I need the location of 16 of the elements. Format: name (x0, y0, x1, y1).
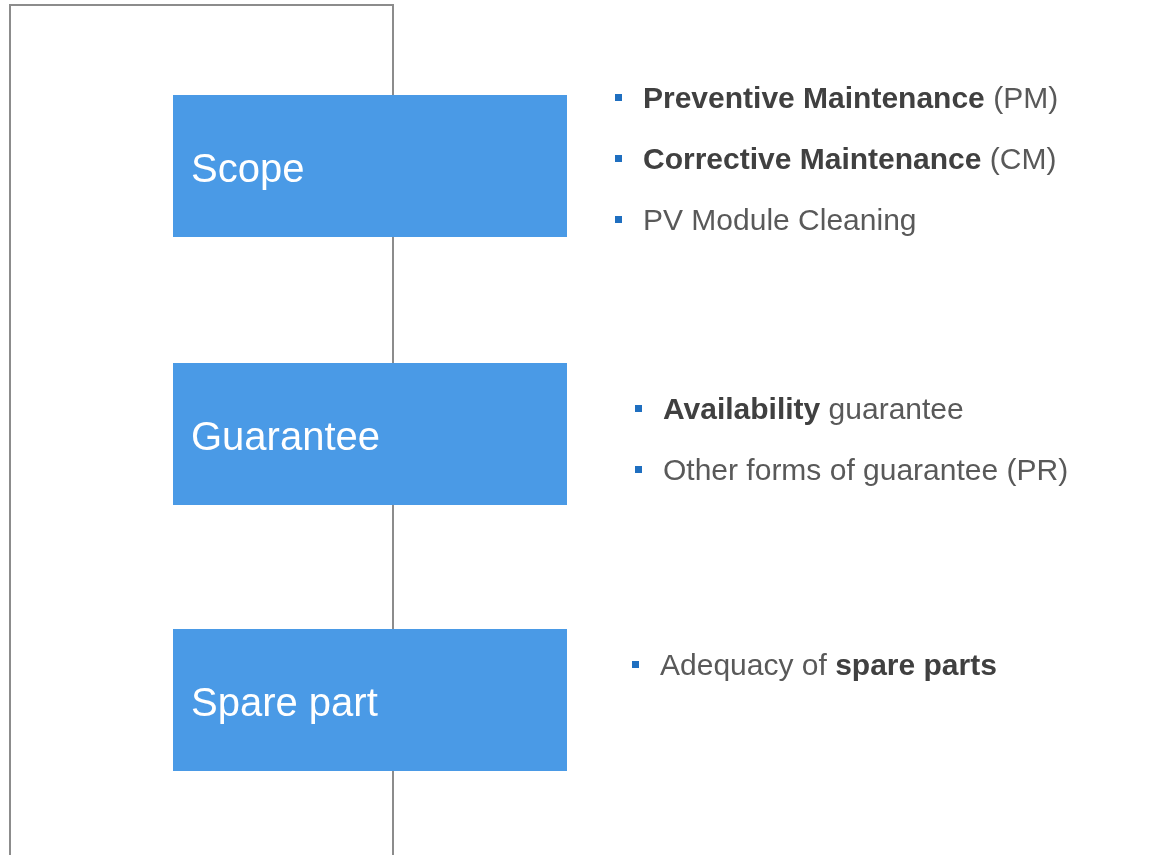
box-label: Spare part (191, 679, 378, 725)
connector-line (392, 770, 394, 855)
bullet-text: Preventive Maintenance (PM) (643, 80, 1059, 116)
bullet-text: PV Module Cleaning (643, 202, 917, 238)
process-box (173, 629, 567, 771)
process-box (173, 363, 567, 505)
box-label: Guarantee (191, 413, 381, 459)
connector-line (9, 4, 394, 855)
connector-line (392, 504, 394, 630)
process-box (173, 95, 567, 237)
bullet-text: Corrective Maintenance (CM) (643, 141, 1057, 177)
connector-line (392, 236, 394, 364)
bullet-text: Availability guarantee (663, 391, 964, 427)
bullet-text: Adequacy of spare parts (660, 647, 997, 683)
bullet-text: Other forms of guarantee (PR) (663, 452, 1069, 488)
box-label: Scope (191, 145, 305, 191)
